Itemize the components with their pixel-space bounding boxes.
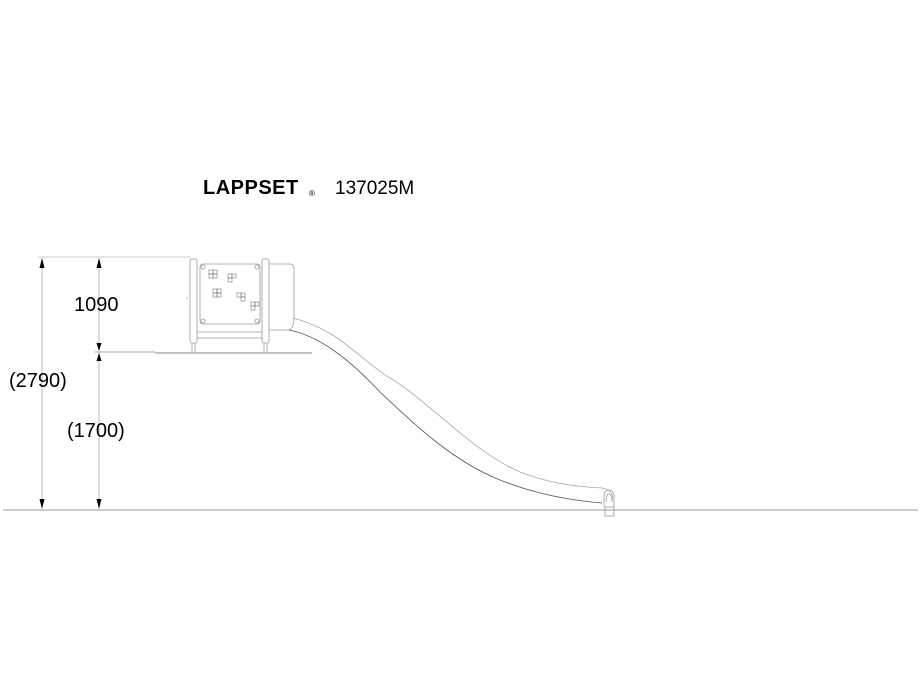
slide-top-edge <box>292 317 613 501</box>
total-height-dimension <box>39 258 45 509</box>
dimension-1700: (1700) <box>67 420 125 442</box>
dimension-2790: (2790) <box>9 370 67 392</box>
slide-hood <box>269 263 295 331</box>
brand-logo: LAPPSET <box>203 177 299 199</box>
platform-height-dimension <box>96 258 102 351</box>
slide-bottom-edge <box>288 329 603 504</box>
platform-panel <box>186 258 270 352</box>
registered-mark: ® <box>309 189 315 198</box>
dimension-1090: 1090 <box>74 294 119 316</box>
slide-exit-foot <box>603 489 615 517</box>
deck-height-dimension <box>96 353 102 509</box>
model-number: 137025M <box>335 178 415 199</box>
panel-squares <box>208 269 260 311</box>
